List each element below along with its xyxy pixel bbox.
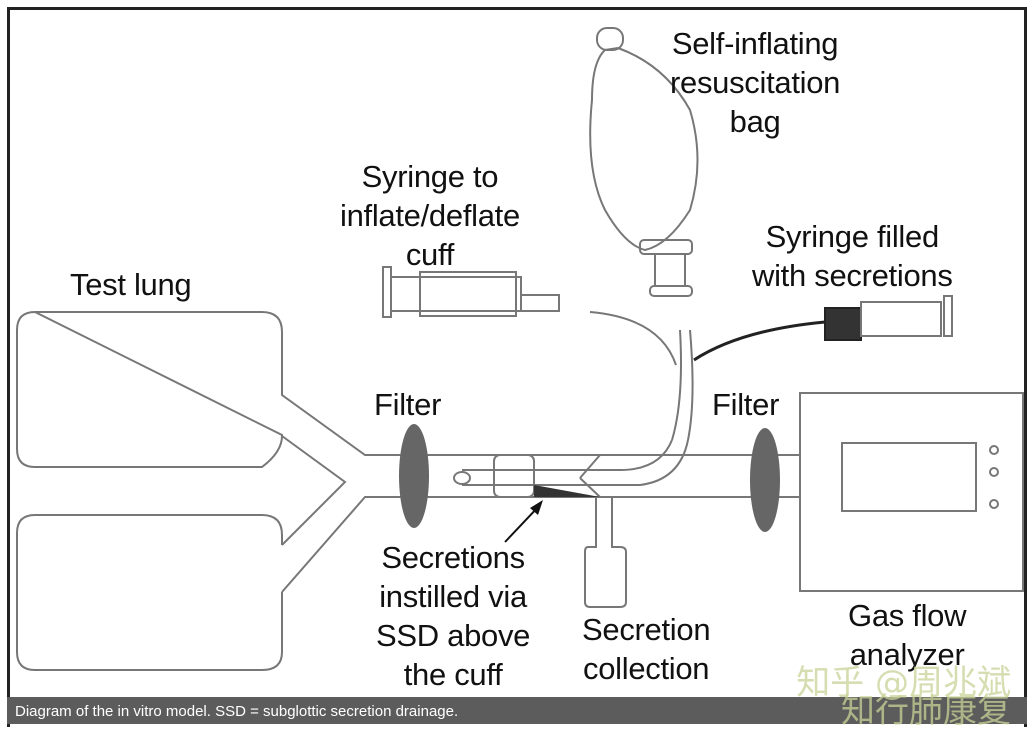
label-secretions-line2: instilled via — [379, 579, 527, 614]
test-lung-upper — [16, 310, 420, 546]
bag-valve-top — [596, 27, 624, 51]
label-secretions-instilled: Secretions instilled via SSD above the c… — [376, 538, 530, 694]
filter-left — [399, 424, 429, 528]
label-filter-left: Filter — [374, 387, 442, 422]
ssd-line — [579, 454, 601, 498]
diagram-frame — [7, 7, 1027, 727]
analyzer-display — [841, 442, 977, 512]
label-bag: Self-inflating resuscitation bag — [670, 24, 840, 141]
label-collection-line2: collection — [583, 651, 710, 686]
analyzer-button-1 — [989, 445, 999, 455]
label-secretion-collection: Secretion collection — [582, 610, 711, 688]
syringe-secretions-fill — [824, 307, 862, 341]
syringe-cuff-plunger-head — [382, 266, 392, 318]
test-lung-lower — [16, 496, 420, 671]
label-syringe-secretions-line1: Syringe filled — [765, 219, 940, 254]
label-bag-line2: resuscitation — [670, 65, 841, 100]
bag-neck-ring — [639, 239, 693, 255]
secretions-pool — [534, 485, 600, 497]
arrow-head-icon — [530, 500, 543, 515]
label-analyzer-line2: analyzer — [849, 637, 965, 672]
label-syringe-secretions-line2: with secretions — [752, 258, 953, 293]
syringe-secretions-barrel — [860, 301, 942, 337]
label-syringe-cuff-line3: cuff — [405, 237, 455, 272]
cuff-pilot-line — [589, 311, 677, 366]
label-gas-flow-analyzer: Gas flow analyzer — [848, 596, 967, 674]
watermark-line1: 知乎 @周兆斌 — [796, 663, 1011, 703]
label-syringe-cuff-line1: Syringe to — [361, 159, 499, 194]
label-bag-line3: bag — [729, 104, 781, 139]
collection-branch — [584, 497, 627, 608]
label-syringe-cuff-line2: inflate/deflate — [340, 198, 520, 233]
syringe-cuff-valve — [520, 294, 560, 312]
gas-flow-analyzer-box — [799, 392, 1024, 592]
syringe-cuff-body — [419, 271, 517, 317]
label-test-lung: Test lung — [70, 267, 192, 302]
bag-connector-line — [671, 329, 694, 441]
syringe-secretions-plunger-head — [943, 295, 953, 337]
label-secretions-line3: SSD above — [376, 618, 531, 653]
label-bag-line1: Self-inflating — [671, 26, 839, 61]
cuff — [493, 454, 535, 498]
filter-right — [750, 428, 780, 532]
tube-tip — [453, 471, 471, 485]
secretion-line — [693, 320, 826, 362]
label-secretions-line1: Secretions — [381, 540, 525, 575]
watermark-line2: 知行肺康复 — [841, 691, 1011, 731]
label-filter-right: Filter — [712, 387, 780, 422]
bag-neck-ring-lower — [649, 285, 693, 297]
analyzer-button-3 — [989, 499, 999, 509]
resuscitation-bag — [589, 46, 699, 252]
label-collection-line1: Secretion — [582, 612, 711, 647]
figure-caption: Diagram of the in vitro model. SSD = sub… — [7, 697, 1027, 724]
endotracheal-tube — [462, 439, 689, 486]
analyzer-button-2 — [989, 467, 999, 477]
label-syringe-cuff: Syringe to inflate/deflate cuff — [340, 157, 520, 274]
label-secretions-line4: the cuff — [403, 657, 503, 692]
syringe-cuff-barrel — [390, 276, 522, 312]
bag-neck — [654, 253, 686, 287]
label-analyzer-line1: Gas flow — [848, 598, 967, 633]
label-syringe-secretions: Syringe filled with secretions — [752, 217, 953, 295]
